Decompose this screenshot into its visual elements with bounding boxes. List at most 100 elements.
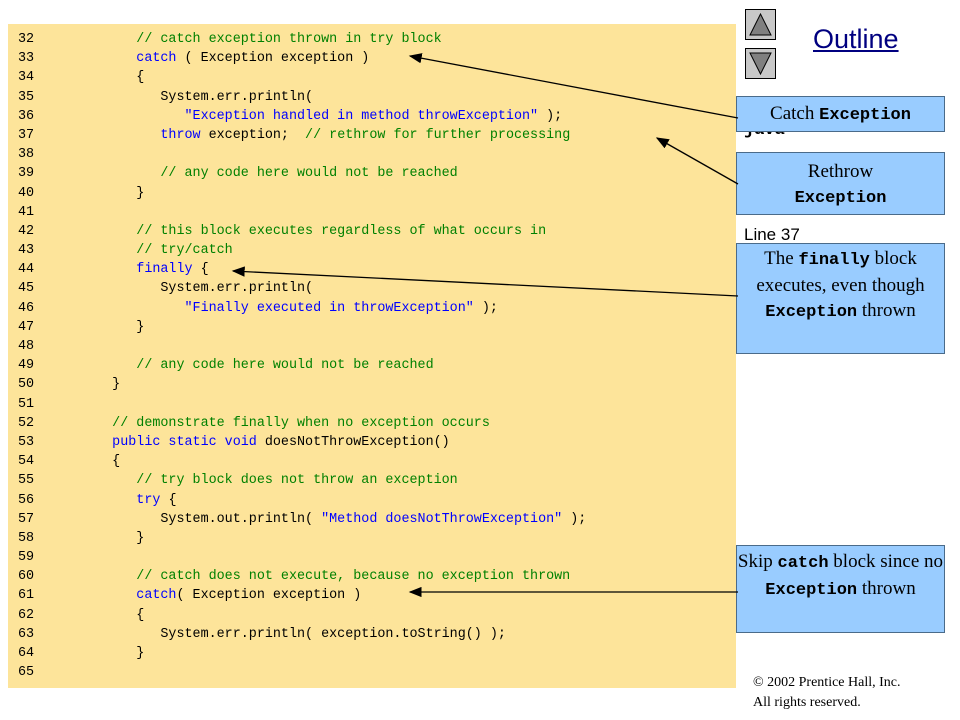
code-token: ); (538, 108, 563, 124)
line-number: 58 (18, 530, 35, 546)
code-token: } (72, 319, 145, 335)
code-token: "Finally executed in throwException" (72, 300, 474, 316)
code-token: // this block executes regardless of wha… (72, 223, 547, 239)
code-line: 40 } (18, 184, 586, 203)
code-line: 63 System.err.println( exception.toStrin… (18, 625, 586, 644)
line-number: 57 (18, 511, 35, 527)
code-line: 56 try { (18, 491, 586, 510)
line-number: 47 (18, 319, 35, 335)
line-number: 38 (18, 147, 35, 163)
code-line: 61 catch( Exception exception ) (18, 586, 586, 605)
code-line: 64 } (18, 644, 586, 663)
code-line: 41 (18, 203, 586, 222)
code-token: { (72, 70, 145, 86)
line-number: 45 (18, 281, 35, 297)
code-line: 36 "Exception handled in method throwExc… (18, 107, 586, 126)
callout-skip-catch: Skip catch block since no Exception thro… (736, 545, 945, 633)
outline-line-label: Line 37 (744, 225, 800, 244)
arrow-catch (408, 53, 739, 119)
code-token: throw (72, 127, 201, 143)
line-number: 41 (18, 204, 35, 220)
code-line: 34 { (18, 68, 586, 87)
code-token: System.err.println( (72, 89, 314, 105)
code-token: ); (473, 300, 498, 316)
previous-slide-button[interactable] (745, 9, 776, 40)
code-token: try (72, 492, 161, 508)
line-number: 33 (18, 51, 35, 67)
code-token: ( Exception exception ) (176, 588, 362, 604)
code-token: System.out.println( (72, 511, 322, 527)
code-token: "Exception handled in method throwExcept… (72, 108, 539, 124)
code-token: "Method doesNotThrowException" (321, 511, 563, 527)
code-line: 62 { (18, 606, 586, 625)
callout-text: block since no (828, 551, 944, 572)
line-number: 42 (18, 223, 35, 239)
code-line: 51 (18, 395, 586, 414)
code-token: // rethrow for further processing (305, 127, 571, 143)
line-number: 53 (18, 434, 35, 450)
copyright-notice: © 2002 Prentice Hall, Inc. All rights re… (753, 673, 901, 713)
code-token: } (72, 530, 145, 546)
code-line: 53 public static void doesNotThrowExcept… (18, 433, 586, 452)
code-token: { (192, 262, 209, 278)
code-token: System.err.println( exception.toString()… (72, 626, 506, 642)
code-token: } (72, 646, 145, 661)
line-number: 60 (18, 569, 35, 585)
code-line: 54 { (18, 452, 586, 471)
line-number: 46 (18, 300, 35, 316)
code-token: catch (72, 51, 177, 67)
code-token: doesNotThrowException() (256, 434, 450, 450)
line-number: 39 (18, 166, 35, 182)
line-number: 32 (18, 32, 35, 47)
code-token: // try block does not throw an exception (72, 473, 458, 489)
rights-line: All rights reserved. (753, 695, 861, 710)
copyright-line: © 2002 Prentice Hall, Inc. (753, 675, 901, 690)
callout-finally-block: The finally block executes, even though … (736, 243, 945, 354)
callout-code: Exception (819, 106, 911, 125)
code-line: 35 System.err.println( (18, 88, 586, 107)
code-token: ); (562, 511, 587, 527)
callout-text: Catch (770, 103, 820, 124)
code-token: catch (72, 588, 177, 604)
line-number: 61 (18, 588, 35, 604)
code-token: } (72, 377, 121, 393)
code-line: 48 (18, 337, 586, 356)
callout-text: thrown (857, 300, 916, 321)
line-number: 34 (18, 70, 35, 86)
code-token: exception; (200, 127, 306, 143)
code-line: 43 // try/catch (18, 241, 586, 260)
callout-text: Rethrow (807, 161, 874, 182)
code-line: 44 finally { (18, 260, 586, 279)
code-token: { (160, 492, 177, 508)
line-number: 65 (18, 665, 35, 681)
arrow-rethrow (655, 137, 739, 185)
outline-link[interactable]: Outline (813, 24, 899, 54)
code-line: 32 // catch exception thrown in try bloc… (18, 30, 586, 49)
code-line: 46 "Finally executed in throwException" … (18, 299, 586, 318)
line-number: 54 (18, 454, 35, 470)
triangle-down-icon (749, 52, 772, 76)
code-line: 65 (18, 663, 586, 682)
line-number: 48 (18, 339, 35, 354)
code-line: 59 (18, 548, 586, 567)
arrow-finally (231, 266, 739, 297)
next-slide-button[interactable] (745, 48, 776, 79)
code-line: 39 // any code here would not be reached (18, 164, 586, 183)
code-line: 49 // any code here would not be reached (18, 356, 586, 375)
callout-code: Exception (794, 189, 887, 208)
line-number: 37 (18, 127, 35, 143)
triangle-up-icon (749, 12, 772, 36)
line-number: 40 (18, 185, 35, 201)
code-line: 47 } (18, 318, 586, 337)
line-number: 63 (18, 626, 35, 642)
code-line: 57 System.out.println( "Method doesNotTh… (18, 510, 586, 529)
code-token: public static void (72, 434, 257, 450)
code-line: 55 // try block does not throw an except… (18, 471, 586, 490)
line-number: 43 (18, 243, 35, 259)
code-token: finally (72, 262, 193, 278)
code-token: // any code here would not be reached (72, 358, 434, 374)
code-line: 58 } (18, 529, 586, 548)
line-number: 49 (18, 358, 35, 374)
code-line: 42 // this block executes regardless of … (18, 222, 586, 241)
